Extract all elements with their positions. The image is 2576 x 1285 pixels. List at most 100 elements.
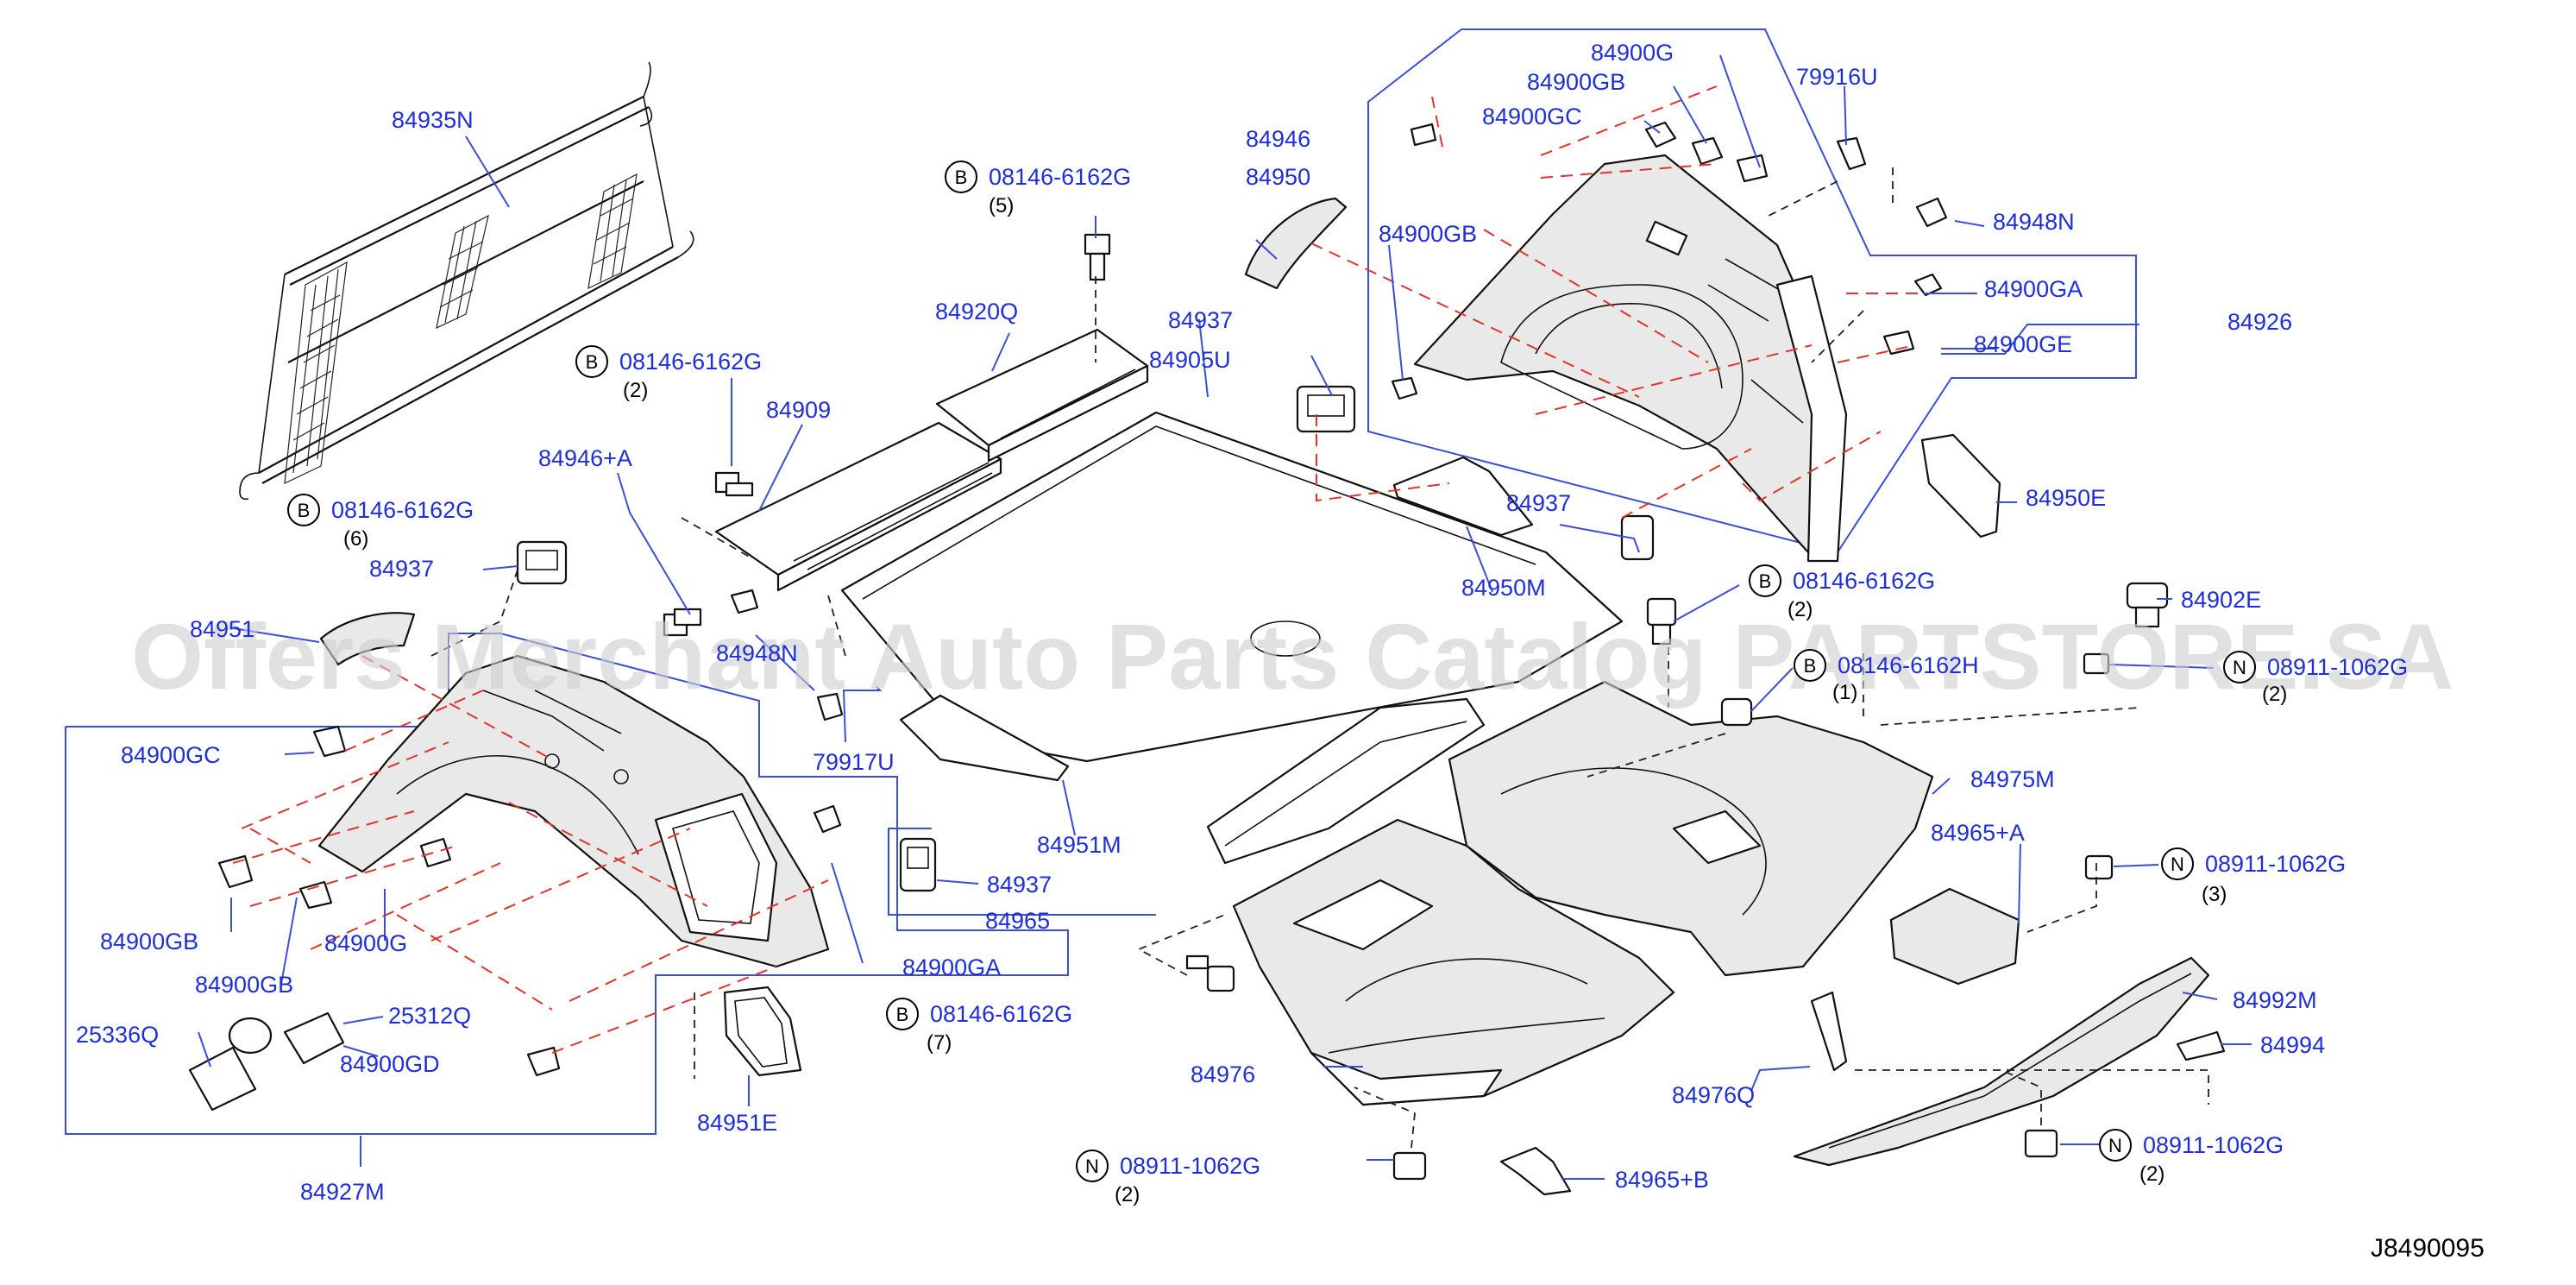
callout-marker-letter: B (1759, 570, 1772, 592)
callout-c48: 84976 (1191, 1061, 1255, 1087)
callout-c4: 84909 (766, 397, 831, 423)
part-number-label: 84909 (766, 397, 831, 423)
rail-84976-upper (1206, 697, 1486, 865)
part-number-label: 84950M (1461, 575, 1546, 601)
floor-board-84951M (899, 694, 1070, 782)
callout-marker-circle (1076, 1150, 1109, 1182)
part-number-label: 84900GB (195, 972, 293, 998)
right-trim-84926 (1413, 154, 1839, 554)
part-number-label: 84950 (1246, 164, 1310, 190)
callout-c34: 84975M (1970, 766, 2055, 792)
part-number-label: 84900G (1591, 40, 1674, 66)
part-number-label: 84992M (2233, 987, 2317, 1013)
callout-c42: 84900GB (195, 972, 293, 998)
part-number-label: 08146-6162G (1793, 568, 1935, 594)
part-number-label: 08146-6162G (619, 349, 762, 375)
part-number-label: 84965 (985, 908, 1050, 934)
part-number-label: 08911-1062G (2143, 1132, 2284, 1158)
callout-c11: 84946 (1246, 126, 1310, 152)
part-number-label: 84965+B (1615, 1167, 1709, 1193)
cover-84951E (723, 986, 802, 1077)
quantity-label: (2) (2139, 1162, 2164, 1186)
callout-marker-letter: N (1085, 1156, 1099, 1177)
callout-c55: 84927M (300, 1179, 385, 1205)
part-number-label: 84900GE (1974, 331, 2072, 357)
callout-c49: 84994 (2260, 1032, 2325, 1058)
callout-c37: 84965 (985, 908, 1050, 934)
part-number-label: 25336Q (76, 1022, 159, 1048)
callout-c1: 84935N (392, 107, 474, 133)
callout-marker-circle (2161, 847, 2194, 880)
part-number-label: 84900GC (1482, 104, 1582, 129)
sill-84992M (1793, 956, 2210, 1167)
quantity-label: (2) (2262, 683, 2287, 706)
leader-lines (198, 54, 2252, 1180)
part-number-label: 84950E (2026, 485, 2106, 511)
part-number-label: 08146-6162G (331, 497, 474, 523)
cargo-net-84935N (239, 61, 694, 501)
part-number-label: 84900GB (100, 929, 198, 954)
floor-board-84909 (714, 421, 1002, 592)
part-number-label: 84975M (1970, 766, 2055, 792)
callout-marker-letter: B (1804, 655, 1817, 677)
callout-marker-letter: B (586, 351, 599, 373)
cover-84951 (319, 612, 416, 666)
part-number-label: 84965+A (1931, 820, 2025, 846)
part-number-label: 84905U (1149, 347, 1231, 373)
callout-marker-letter: B (896, 1004, 909, 1025)
drawing-code: J8490095 (2371, 1234, 2485, 1263)
callout-c18: 84900GB (1379, 221, 1477, 247)
part-number-label: 79917U (813, 749, 895, 775)
callout-marker-circle (575, 345, 608, 378)
callout-c31: 79917U (813, 749, 895, 775)
part-number-label: 08911-1062G (2205, 851, 2346, 877)
right-trim-side-bar (1775, 274, 1848, 563)
callout-marker-letter: N (2108, 1135, 2122, 1156)
quantity-label: (1) (1832, 681, 1857, 704)
cover-84950M (1392, 456, 1534, 537)
callout-marker-circle (886, 998, 919, 1030)
part-number-label: 08146-6162G (930, 1001, 1072, 1027)
callout-c23: 84937 (1506, 490, 1571, 516)
part-number-label: 84937 (1506, 490, 1571, 516)
assembly-lines-black (430, 167, 2209, 1149)
part-number-label: 84900GB (1527, 69, 1625, 95)
callout-c22: 84950E (2026, 485, 2106, 511)
part-number-label: 08146-6162H (1838, 652, 1979, 678)
bracket-84965-plus-A (1889, 887, 2020, 986)
part-number-label: 84900GA (1984, 276, 2083, 302)
part-number-label: 84946 (1246, 126, 1310, 152)
callout-c8: 84920Q (935, 299, 1018, 324)
callout-c32: 84900GC (121, 742, 221, 768)
part-number-label: 84900GB (1379, 221, 1477, 247)
callout-c36: 84937 (987, 872, 1052, 898)
right-trim-group-box (1367, 28, 2137, 554)
quantity-label: (2) (1115, 1183, 1140, 1206)
callout-c44: 25312Q (388, 1003, 471, 1029)
callout-marker-letter: N (2171, 854, 2184, 875)
callout-c47: 84992M (2233, 987, 2317, 1013)
quantity-label: (5) (989, 194, 1014, 217)
watermark: Offers Merchant Auto Parts Catalog PARTS… (131, 604, 2453, 709)
callout-c54: N 08911-1062G (2) (2099, 1129, 2284, 1186)
callout-c53: 84965+B (1615, 1167, 1709, 1193)
callout-c35: 84965+A (1931, 820, 2025, 846)
callout-c41: 84900GA (902, 954, 1001, 980)
part-number-label: 84935N (392, 107, 474, 133)
callout-c24: 84950M (1461, 575, 1546, 601)
part-number-label: 84976 (1191, 1061, 1255, 1087)
part-number-label: 84937 (369, 556, 434, 582)
callout-c13: 84900G (1591, 40, 1674, 66)
part-number-label: 84920Q (935, 299, 1018, 324)
part-number-label: 08911-1062G (2267, 654, 2408, 680)
assembly-lines-red (232, 85, 1932, 1054)
callout-c43: 25336Q (76, 1022, 159, 1048)
